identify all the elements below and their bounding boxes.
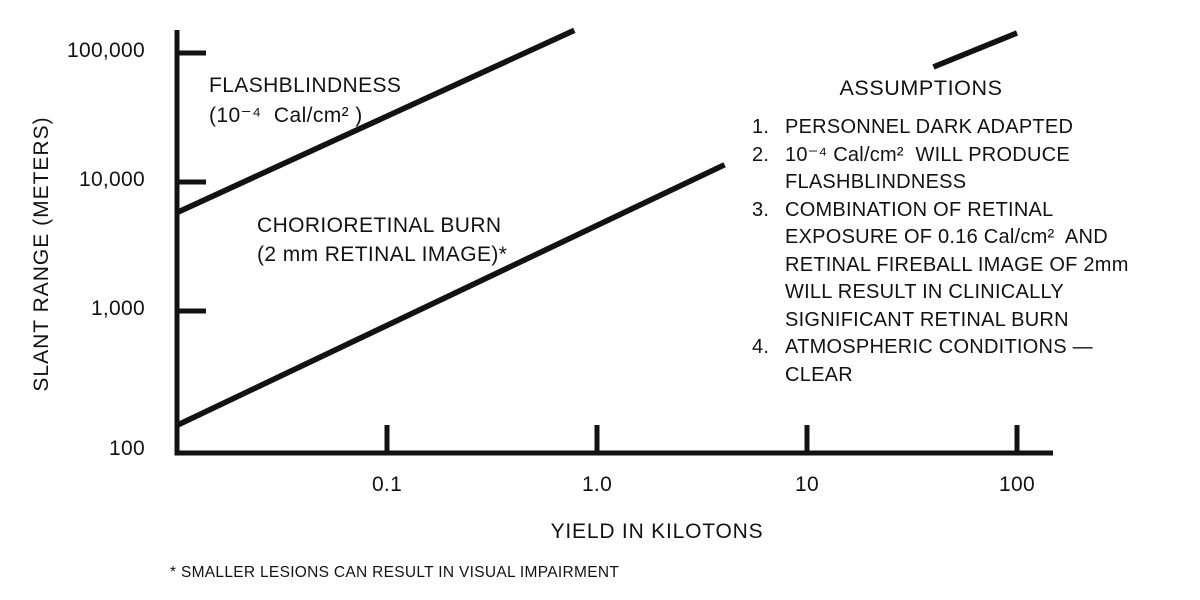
assumption-line: EXPOSURE OF 0.16 Cal/cm² AND — [785, 226, 1108, 248]
assumption-line: 10⁻⁴ Cal/cm² WILL PRODUCE — [785, 143, 1070, 166]
chorioretinal-annotation-line1: CHORIORETINAL BURN — [257, 214, 502, 237]
assumption-line: CLEAR — [785, 363, 853, 386]
y-tick-label: 100 — [109, 437, 145, 460]
assumption-item: 2. 10⁻⁴ Cal/cm² WILL PRODUCE FLASHBLINDNES… — [752, 142, 1129, 197]
assumptions-list: 1. PERSONNEL DARK ADAPTED 2. 10⁻⁴ Cal/cm² W… — [752, 114, 1129, 389]
y-axis-title: SLANT RANGE (METERS) — [30, 116, 53, 392]
assumption-number: 3. — [752, 198, 770, 221]
footnote: * SMALLER LESIONS CAN RESULT IN VISUAL I… — [170, 564, 620, 581]
assumption-item: 4. ATMOSPHERIC CONDITIONS — CLEAR — [752, 334, 1129, 389]
assumption-line: FLASHBLINDNESS — [785, 171, 967, 193]
axes — [174, 30, 1053, 456]
assumption-text: COMBINATION OF RETINAL EXPOSURE OF 0.16 C… — [785, 197, 1129, 335]
x-tick-label: 1.0 — [581, 473, 613, 496]
assumption-line: COMBINATION OF RETINAL — [785, 198, 1054, 221]
assumptions-title: ASSUMPTIONS — [839, 76, 1003, 100]
assumption-item: 3. COMBINATION OF RETINAL EXPOSURE OF 0.16… — [752, 197, 1129, 335]
flashblindness-annotation-line1: FLASHBLINDNESS — [209, 74, 402, 97]
x-tick-label: 100 — [999, 473, 1035, 496]
chorioretinal-burn-line — [932, 30, 1019, 70]
y-tick-label: 100,000 — [66, 39, 145, 62]
assumption-number: 2. — [752, 143, 770, 166]
chorioretinal-annotation-line2: (2 mm RETINAL IMAGE)* — [257, 243, 508, 266]
y-tick-label: 10,000 — [78, 168, 145, 191]
assumption-line: ATMOSPHERIC CONDITIONS — — [785, 336, 1093, 358]
assumption-text: ATMOSPHERIC CONDITIONS — CLEAR — [785, 334, 1093, 389]
assumption-line: SIGNIFICANT RETINAL BURN — [785, 308, 1069, 331]
assumption-number: 1. — [752, 116, 770, 138]
flashblindness-line — [175, 27, 576, 216]
chorioretinal-annotation: CHORIORETINAL BURN (2 mm RETINAL IMAGE)* — [257, 211, 507, 269]
assumption-line: RETINAL FIREBALL IMAGE OF 2mm — [785, 253, 1129, 276]
flashblindness-annotation-line2: (10⁻⁴ Cal/cm² ) — [209, 104, 363, 127]
assumption-line: WILL RESULT IN CLINICALLY — [785, 281, 1064, 303]
x-tick-label: 0.1 — [371, 473, 403, 496]
assumption-line: PERSONNEL DARK ADAPTED — [785, 116, 1074, 138]
assumption-text: PERSONNEL DARK ADAPTED — [785, 114, 1073, 142]
assumption-number: 4. — [752, 336, 770, 358]
x-tick-label: 10 — [795, 473, 819, 496]
chorioretinal-burn-line — [175, 162, 726, 428]
assumption-text: 10⁻⁴ Cal/cm² WILL PRODUCE FLASHBLINDNESS — [785, 142, 1070, 197]
y-tick-label: 1,000 — [90, 297, 145, 320]
assumption-item: 1. PERSONNEL DARK ADAPTED — [752, 114, 1129, 142]
flashblindness-annotation: FLASHBLINDNESS (10⁻⁴ Cal/cm² ) — [209, 71, 401, 131]
x-axis-title: YIELD IN KILOTONS — [550, 520, 764, 543]
